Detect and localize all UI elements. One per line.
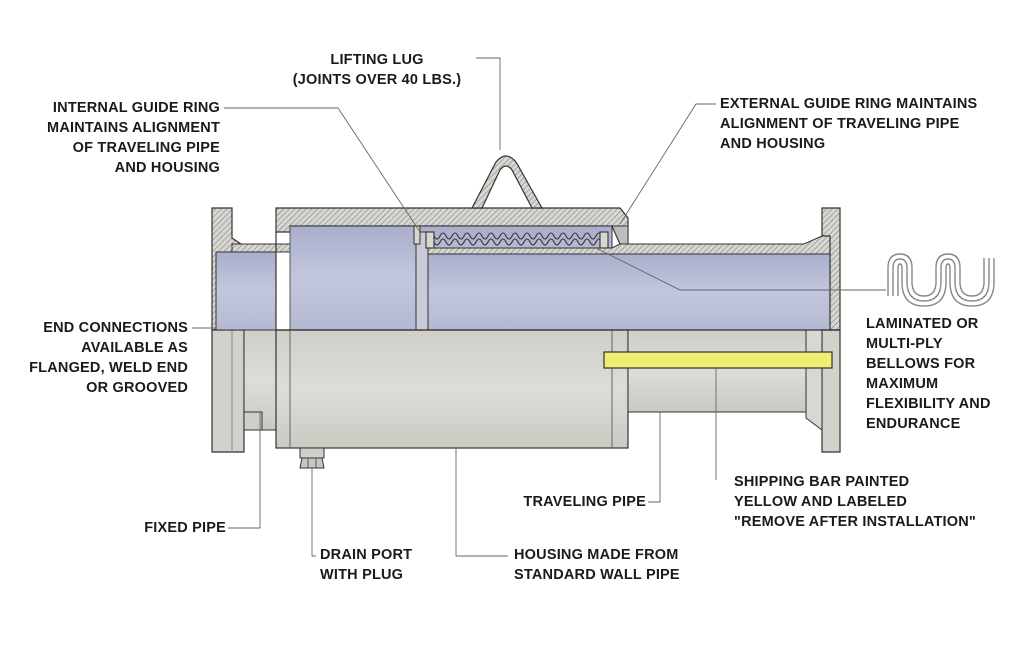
label-fixed-pipe: FIXED PIPE — [144, 520, 226, 536]
shipping-bar — [603, 351, 833, 369]
fixed-pipe-wall — [231, 243, 291, 253]
leader-lines — [192, 57, 886, 557]
bellows-icon — [887, 253, 995, 307]
label-end-connections: END CONNECTIONS AVAILABLE AS FLANGED, WE… — [29, 320, 188, 396]
external-guide-ring — [611, 225, 629, 245]
label-traveling-pipe: TRAVELING PIPE — [523, 494, 646, 510]
lifting-lug — [471, 155, 544, 209]
housing-exterior — [275, 329, 629, 449]
traveling-pipe-exterior — [627, 329, 807, 413]
label-bellows: LAMINATED OR MULTI-PLY BELLOWS FOR MAXIM… — [866, 316, 991, 432]
label-shipping-bar: SHIPPING BAR PAINTED YELLOW AND LABELED … — [734, 474, 977, 530]
label-external-guide-ring: EXTERNAL GUIDE RING MAINTAINS ALIGNMENT … — [720, 96, 978, 152]
bellows-section — [425, 231, 609, 249]
fixed-pipe-interior — [215, 251, 277, 331]
label-drain-port: DRAIN PORT WITH PLUG — [320, 547, 413, 583]
label-lifting-lug: LIFTING LUG (JOINTS OVER 40 LBS.) — [292, 52, 462, 88]
label-internal-guide-ring: INTERNAL GUIDE RING MAINTAINS ALIGNMENT … — [47, 100, 220, 176]
drain-port — [299, 447, 325, 469]
label-housing: HOUSING MADE FROM STANDARD WALL PIPE — [514, 547, 680, 583]
